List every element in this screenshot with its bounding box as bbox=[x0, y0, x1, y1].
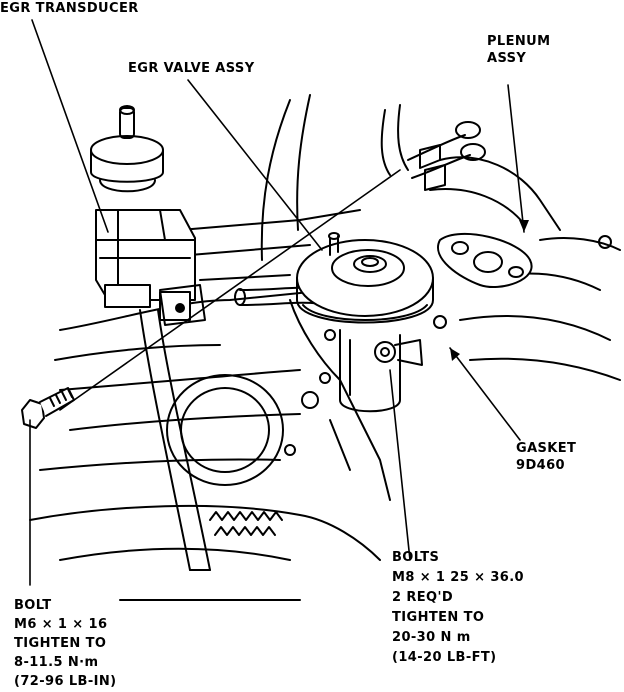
vacuum-hoses bbox=[139, 104, 486, 571]
egr-valve-drawing bbox=[296, 232, 447, 413]
bolt-torque-nm: 8-11.5 N·m bbox=[14, 655, 99, 670]
gasket-drawing bbox=[437, 232, 533, 289]
bolt-spec-label: BOLT M6 × 1 × 16 TIGHTEN TO 8-11.5 N·m (… bbox=[14, 596, 117, 691]
gasket-line: GASKET bbox=[516, 441, 577, 456]
assy-line: ASSY bbox=[487, 51, 527, 66]
bolt-title: BOLT bbox=[14, 598, 52, 613]
bolt-drawing bbox=[21, 387, 75, 429]
bolts-spec-label: BOLTS M8 × 1 25 × 36.0 2 REQ'D TIGHTEN T… bbox=[392, 548, 524, 668]
gasket-part-number: 9D460 bbox=[516, 458, 565, 473]
plenum-assy-label: PLENUM ASSY bbox=[487, 33, 550, 67]
bolts-tighten: TIGHTEN TO bbox=[392, 610, 485, 625]
egr-transducer-label: EGR TRANSDUCER bbox=[0, 1, 139, 16]
bolt-size: M6 × 1 × 16 bbox=[14, 617, 108, 632]
egr-transducer-drawing bbox=[90, 105, 206, 326]
plenum-line: PLENUM bbox=[487, 34, 551, 49]
bolts-size: M8 × 1 25 × 36.0 bbox=[392, 570, 525, 585]
bolts-torque-nm: 20-30 N m bbox=[392, 630, 471, 645]
gasket-label: GASKET 9D460 bbox=[516, 440, 576, 474]
bolts-quantity: 2 REQ'D bbox=[392, 590, 454, 605]
leader-lines bbox=[29, 19, 525, 586]
bolt-torque-lbin: (72-96 LB-IN) bbox=[14, 674, 117, 689]
bolts-title: BOLTS bbox=[392, 550, 440, 565]
engine-block-drawing bbox=[29, 94, 621, 601]
bolt-tighten: TIGHTEN TO bbox=[14, 636, 107, 651]
bolts-torque-lbft: (14-20 LB-FT) bbox=[392, 650, 497, 665]
egr-valve-assy-label: EGR VALVE ASSY bbox=[128, 61, 255, 76]
